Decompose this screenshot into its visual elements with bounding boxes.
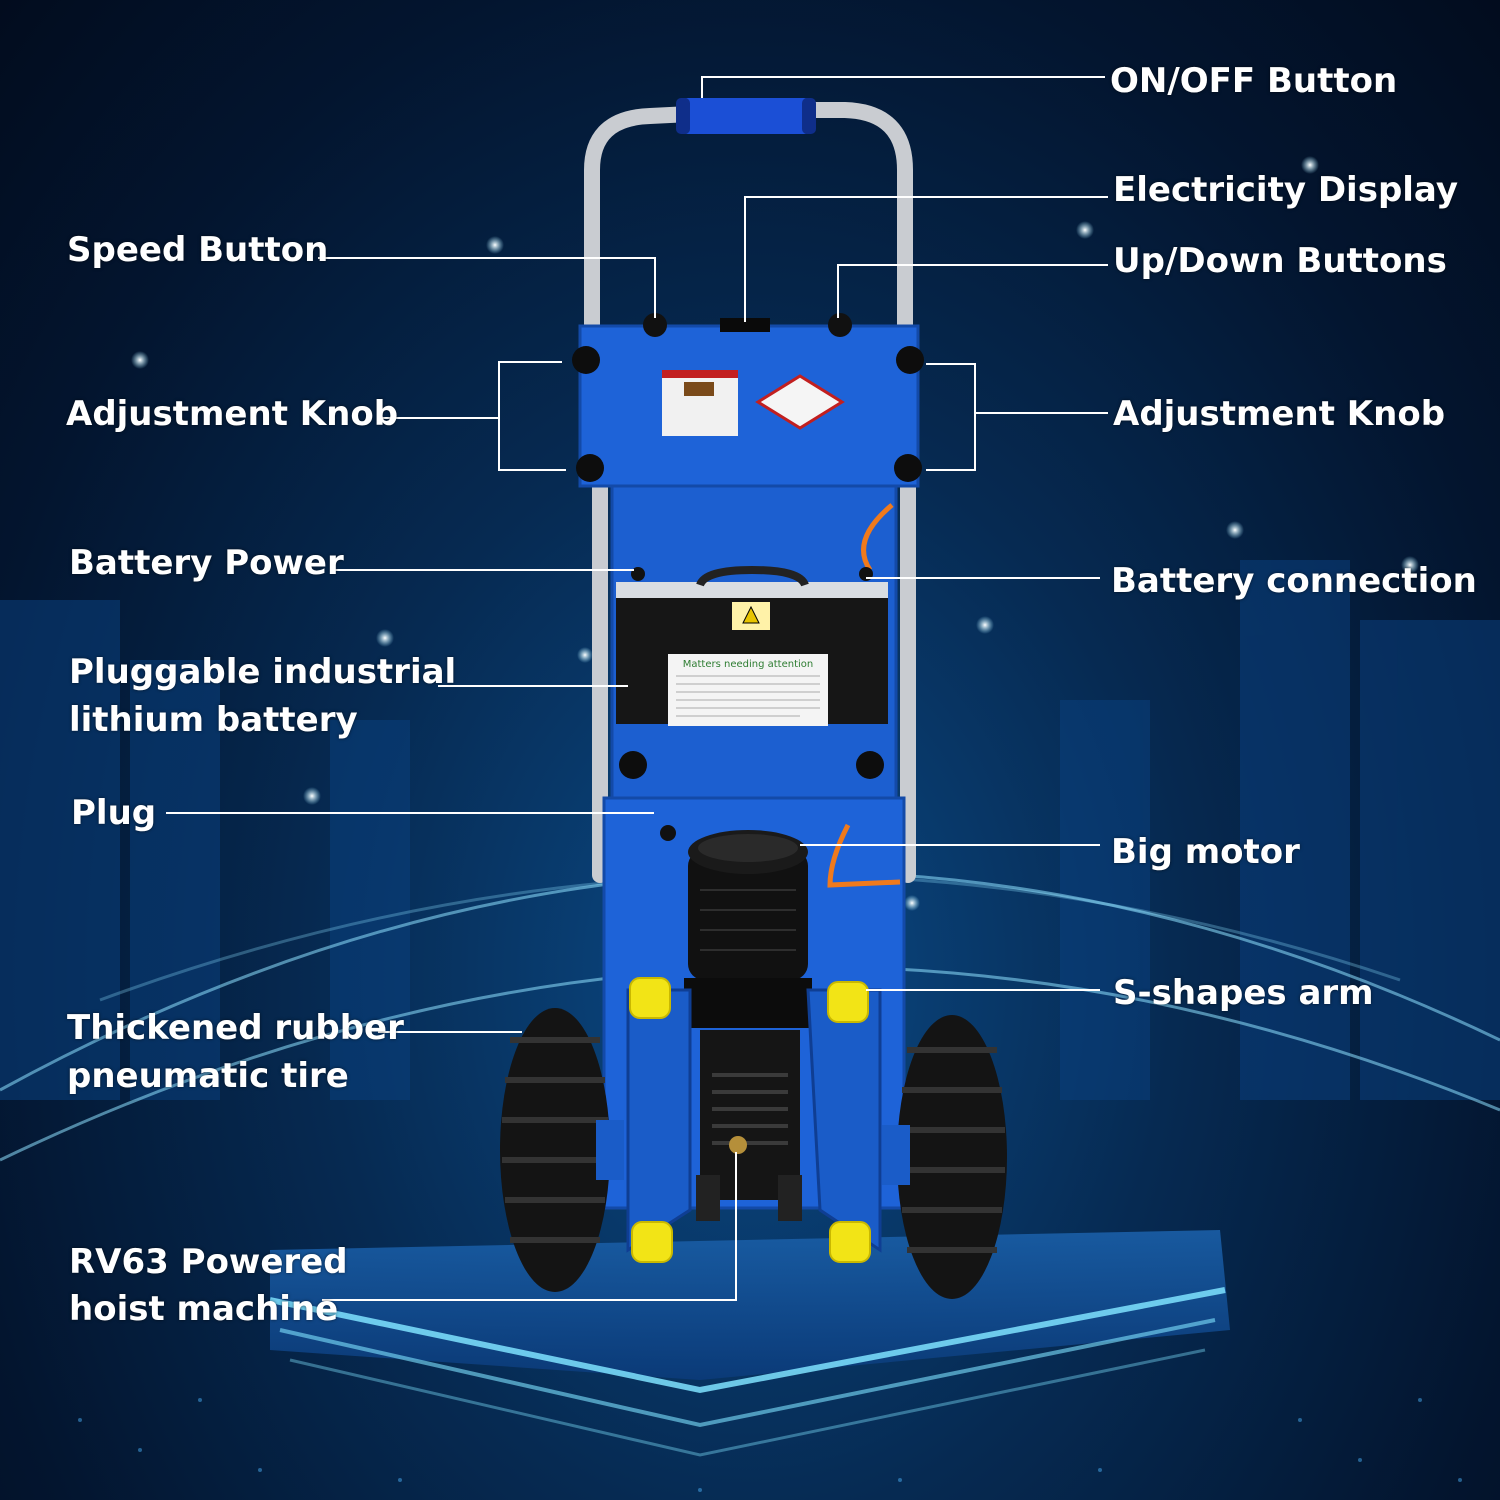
- battery-clamp-knobs[interactable]: [619, 751, 884, 779]
- warning-sticker: [662, 370, 738, 436]
- glow-dots: [131, 156, 1419, 911]
- light-beams: [59, 165, 1471, 1250]
- handle-grip: [676, 98, 816, 134]
- label-battery-connection: Battery connection: [1111, 561, 1477, 601]
- left-pneumatic-tire: [500, 1008, 610, 1292]
- label-adjustment-knob-right: Adjustment Knob: [1113, 394, 1446, 434]
- right-axle-hub: [882, 1125, 910, 1185]
- label-pluggable-battery-line2: lithium battery: [69, 700, 358, 740]
- speed-button[interactable]: [643, 313, 667, 337]
- label-big-motor: Big motor: [1111, 832, 1300, 872]
- battery-sticker-title: Matters needing attention: [683, 659, 814, 670]
- adjustment-knobs[interactable]: [572, 346, 924, 482]
- leader-knob-right: [926, 363, 1108, 471]
- control-panel: [578, 324, 920, 488]
- leader-hoist: [322, 1152, 737, 1301]
- display-platform: [269, 1230, 1230, 1457]
- motor-cable: [827, 823, 901, 888]
- steel-handle-frame: [584, 102, 916, 883]
- label-on-off-button: ON/OFF Button: [1110, 61, 1398, 101]
- big-motor: [684, 830, 812, 1028]
- label-rubber-tire-line1: Thickened rubber: [67, 1008, 404, 1048]
- label-speed-button: Speed Button: [67, 230, 329, 270]
- city-skyline: [0, 560, 1500, 1100]
- s-shaped-arms: [626, 988, 882, 1253]
- plug-socket[interactable]: [660, 825, 676, 841]
- battery-cable: [861, 503, 894, 572]
- electricity-display-screen: [720, 318, 770, 332]
- label-adjustment-knob-left: Adjustment Knob: [66, 394, 399, 434]
- right-pneumatic-tire: [897, 1015, 1007, 1299]
- lithium-battery: Matters needing attention: [616, 565, 888, 726]
- label-rubber-tire-line2: pneumatic tire: [67, 1056, 349, 1096]
- label-electricity-display: Electricity Display: [1113, 170, 1458, 210]
- label-s-shapes-arm: S-shapes arm: [1113, 973, 1374, 1013]
- label-up-down-buttons: Up/Down Buttons: [1113, 241, 1447, 281]
- leader-knob-left: [380, 361, 566, 471]
- leader-speed-button: [318, 257, 656, 318]
- label-battery-power: Battery Power: [69, 543, 344, 583]
- hoist-machine-gearbox: [696, 1030, 802, 1221]
- label-plug: Plug: [71, 793, 157, 833]
- yellow-rollers: [629, 977, 871, 1263]
- left-axle-hub: [596, 1120, 624, 1180]
- label-hoist-machine-line1: RV63 Powered: [69, 1242, 348, 1282]
- up-down-buttons[interactable]: [828, 313, 852, 337]
- digital-floor-dots: [78, 1398, 1462, 1492]
- hazard-diamond-sticker: [755, 374, 845, 430]
- leader-on-off: [701, 76, 1105, 98]
- leader-up-down: [837, 264, 1108, 318]
- label-pluggable-battery-line1: Pluggable industrial: [69, 652, 457, 692]
- leader-electricity-display: [744, 196, 1108, 322]
- label-hoist-machine-line2: hoist machine: [69, 1289, 339, 1329]
